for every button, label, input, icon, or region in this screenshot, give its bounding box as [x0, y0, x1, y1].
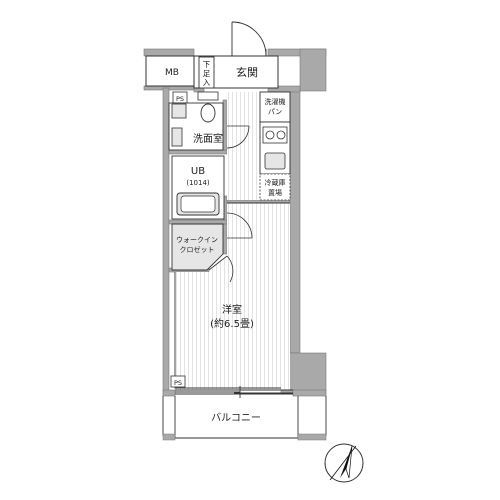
mb-room [145, 55, 195, 87]
entrance-label: 玄関 [236, 65, 258, 79]
fridge-space-line-2: 置場 [268, 188, 282, 197]
western-room-label: 洋室 [222, 303, 242, 316]
shoe-storage-char-1: 下 [203, 60, 211, 69]
ps-bottom-box [170, 375, 186, 388]
washroom-door [226, 125, 250, 149]
washer-pan-line-2: パン [268, 108, 282, 116]
kitchen-sink-icon [264, 152, 286, 170]
balcony [162, 396, 327, 439]
balcony-railing-right [297, 433, 327, 441]
small-cabinet [171, 103, 187, 119]
ps-bottom-label: PS [174, 379, 182, 387]
shoe-storage-char-2: 足 [203, 69, 211, 78]
shoe-storage [198, 56, 215, 89]
western-room-outline [174, 272, 281, 389]
washroom-label: 洗面室 [193, 132, 223, 145]
stove-icon [262, 126, 288, 144]
ps-top-label: PS [176, 95, 184, 103]
room-door [226, 212, 253, 239]
north-arrow-icon [324, 443, 364, 483]
closet-line-2: クロゼット [180, 245, 215, 254]
shoe-storage-char-3: 入 [203, 78, 211, 87]
fridge-space [259, 173, 291, 201]
balcony-railing-left [162, 433, 176, 441]
unit-bath-size: (1014) [186, 179, 210, 187]
unit-bath-label: UB [191, 166, 205, 177]
western-room-size: (約6.5畳) [210, 317, 254, 330]
western-room-floor-low [227, 353, 281, 390]
walk-in-closet [171, 223, 224, 271]
balcony-window [175, 386, 293, 398]
washbasin [171, 127, 183, 147]
western-room-floor-left [175, 258, 227, 390]
entrance-door [231, 21, 267, 57]
closet-line-1: ウォークイン [176, 236, 218, 244]
mb-label: MB [165, 68, 179, 78]
fridge-space-line-1: 冷蔵庫 [265, 178, 286, 187]
toilet-bowl-icon [200, 103, 216, 123]
closet-door [208, 255, 234, 283]
balcony-label: バルコニー [211, 412, 261, 424]
washer-pan-line-1: 洗濯機 [265, 97, 286, 106]
toilet-tank [197, 91, 219, 101]
washer-pan-area [259, 91, 291, 123]
